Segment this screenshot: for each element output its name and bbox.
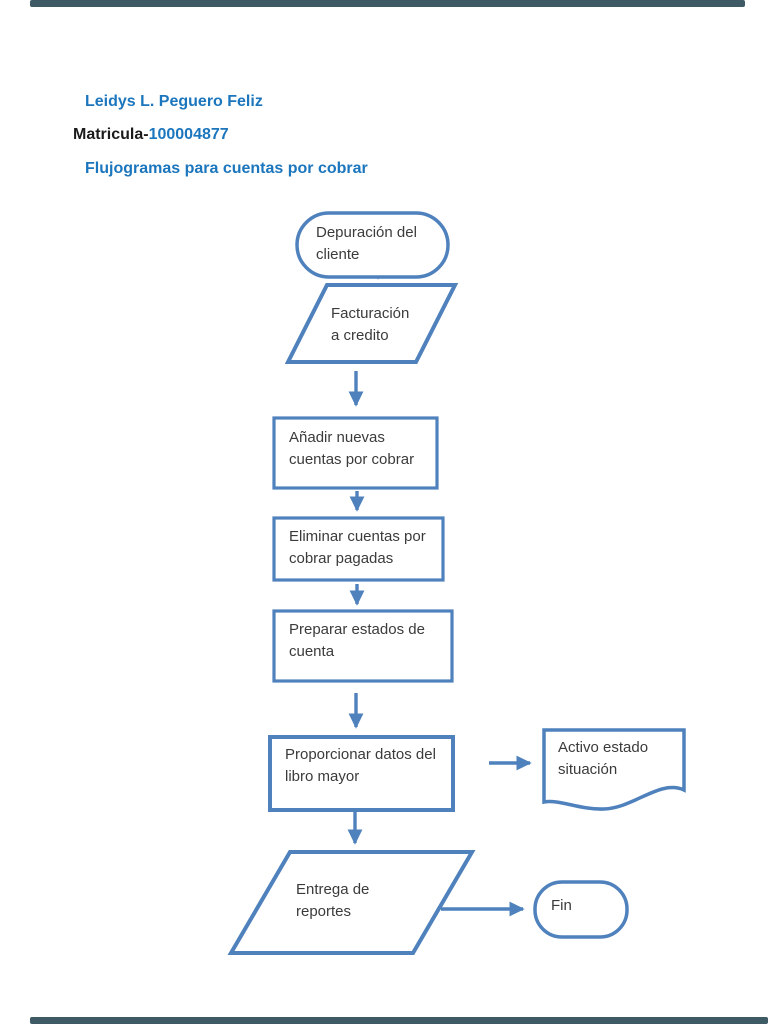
matricula-line: Matricula-100004877 bbox=[73, 126, 229, 144]
process-anadir-shape bbox=[272, 416, 439, 490]
document-activo-shape bbox=[542, 728, 686, 811]
viewer-bottom-edge bbox=[30, 1017, 768, 1024]
matricula-number: 100004877 bbox=[148, 126, 229, 143]
parallelogram-facturacion-label: Facturación a credito bbox=[331, 305, 410, 344]
terminator-inicio-shape bbox=[295, 211, 450, 279]
parallelogram-entrega-shape bbox=[227, 850, 476, 955]
terminator-inicio-label: Depuración del cliente bbox=[316, 224, 417, 263]
parallelogram-facturacion-shape bbox=[284, 283, 459, 364]
terminator-fin-shape bbox=[533, 880, 629, 939]
process-proporcionar-label: Proporcionar datos del libro mayor bbox=[285, 746, 436, 785]
matricula-label: Matricula- bbox=[73, 126, 149, 143]
page-title: Flujogramas para cuentas por cobrar bbox=[85, 160, 368, 177]
author-name: Leidys L. Peguero Feliz bbox=[85, 93, 263, 110]
viewer-top-edge bbox=[30, 0, 745, 7]
document-activo-label: Activo estado situación bbox=[558, 739, 649, 778]
process-preparar-shape bbox=[272, 609, 454, 683]
process-eliminar-shape bbox=[272, 516, 445, 582]
process-proporcionar-shape bbox=[268, 735, 455, 812]
process-preparar-label: Preparar estados de cuenta bbox=[289, 621, 425, 660]
parallelogram-entrega-label: Entrega de reportes bbox=[296, 881, 370, 920]
process-anadir-label: Añadir nuevas cuentas por cobrar bbox=[289, 429, 415, 468]
process-eliminar-label: Eliminar cuentas por cobrar pagadas bbox=[289, 528, 426, 567]
terminator-fin-label: Fin bbox=[551, 897, 572, 914]
